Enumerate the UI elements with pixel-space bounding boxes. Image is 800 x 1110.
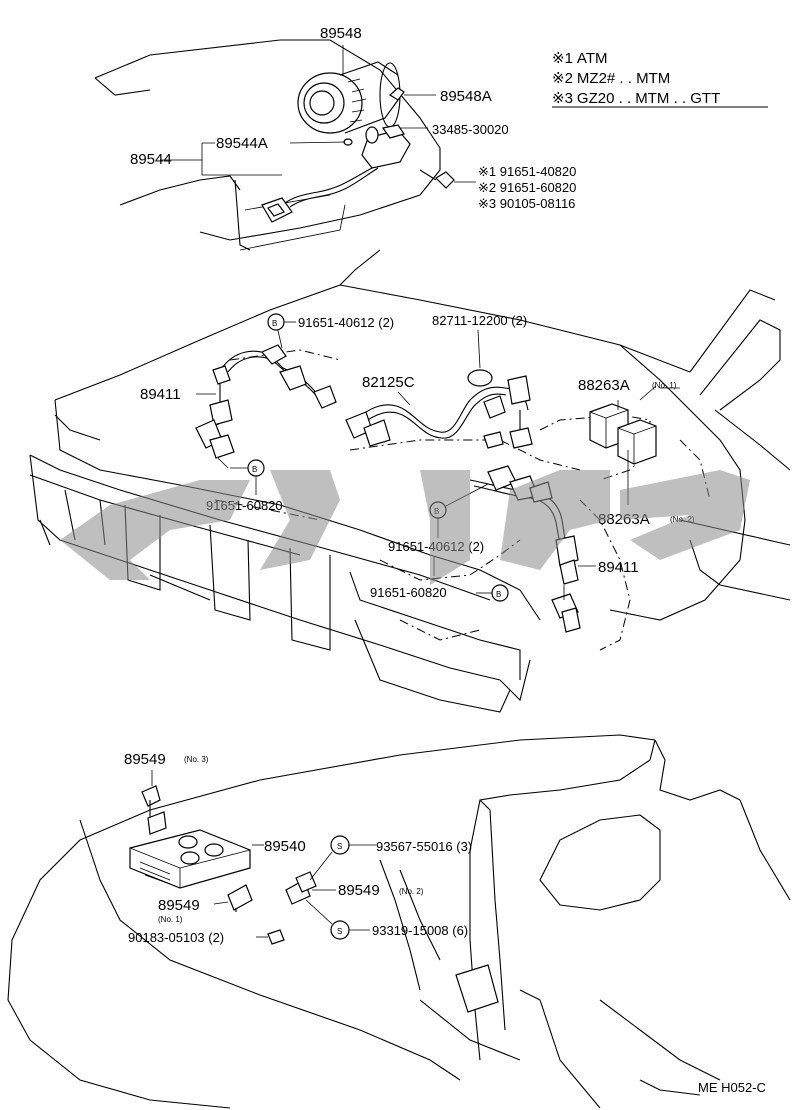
ecu-89540: [129, 829, 264, 889]
marker-b-top: B: [272, 319, 277, 328]
label-89549-no2: 89549: [338, 882, 380, 899]
label-89544: 89544: [130, 151, 172, 168]
label-93567-55016: 93567-55016 (3): [376, 839, 472, 854]
legend-mark-1: ※1: [552, 50, 573, 67]
label-91651-40612-top: 91651-40612 (2): [298, 315, 394, 330]
label-bolt-1: ※1 91651-40820: [478, 164, 576, 179]
label-93319-15008: 93319-15008 (6): [372, 923, 468, 938]
label-89540: 89540: [264, 838, 306, 855]
label-89548a: 89548A: [440, 88, 492, 105]
label-82711-12200: 82711-12200 (2): [432, 313, 527, 328]
label-89549-no1: 89549: [158, 897, 200, 914]
legend-mark-3: ※3: [552, 90, 573, 107]
label-89548: 89548: [320, 25, 362, 42]
label-89544a: 89544A: [216, 135, 268, 152]
center-wire-harness: [345, 329, 533, 449]
label-91651-60820-bottom: 91651-60820: [370, 585, 447, 600]
label-88263a-no1: 88263A: [578, 377, 630, 394]
marker-b-bottom: B: [496, 590, 501, 599]
bracket-89549-no2: [285, 871, 336, 905]
label-no1-bottom: (No. 1): [158, 915, 183, 924]
label-89411-right: 89411: [598, 559, 639, 576]
marker-s-bottom: S: [337, 927, 342, 936]
label-bolt-2: ※2 91651-60820: [478, 180, 576, 195]
legend-mark-2: ※2: [552, 70, 573, 87]
label-no3: (No. 3): [184, 755, 209, 764]
relay-88263a: [589, 387, 680, 505]
transmission-assembly-drawing: [94, 39, 476, 251]
fastener-callouts-bottom: S S: [305, 835, 376, 940]
fastener-callouts-middle: B B B B: [196, 313, 657, 602]
dashboard-drawing: [7, 734, 791, 1109]
left-speed-sensor-harness: [195, 321, 337, 469]
label-bolt-3: ※3 90105-08116: [478, 196, 575, 211]
bracket-89549-no3: [141, 770, 167, 835]
label-no1: (No. 1): [652, 381, 677, 390]
bracket-89549-no1: [213, 884, 253, 912]
diagram-code: ME H052-C: [698, 1080, 766, 1095]
label-no2-bottom: (No. 2): [399, 887, 424, 896]
label-89549-no3: 89549: [124, 751, 166, 768]
label-33485-30020: 33485-30020: [432, 122, 509, 137]
marker-s-top: S: [337, 842, 342, 851]
legend-text-1: ATM: [577, 50, 608, 67]
clip-90183: [256, 929, 285, 945]
label-90183-05103: 90183-05103 (2): [128, 930, 224, 945]
label-89411-left: 89411: [140, 386, 181, 403]
legend-text-2: MZ2# . . MTM: [577, 70, 670, 87]
marker-b-left: B: [252, 465, 257, 474]
label-82125c: 82125C: [362, 374, 415, 391]
watermark-logo: [60, 470, 750, 585]
legend-text-3: GZ20 . . MTM . . GTT: [577, 90, 720, 107]
